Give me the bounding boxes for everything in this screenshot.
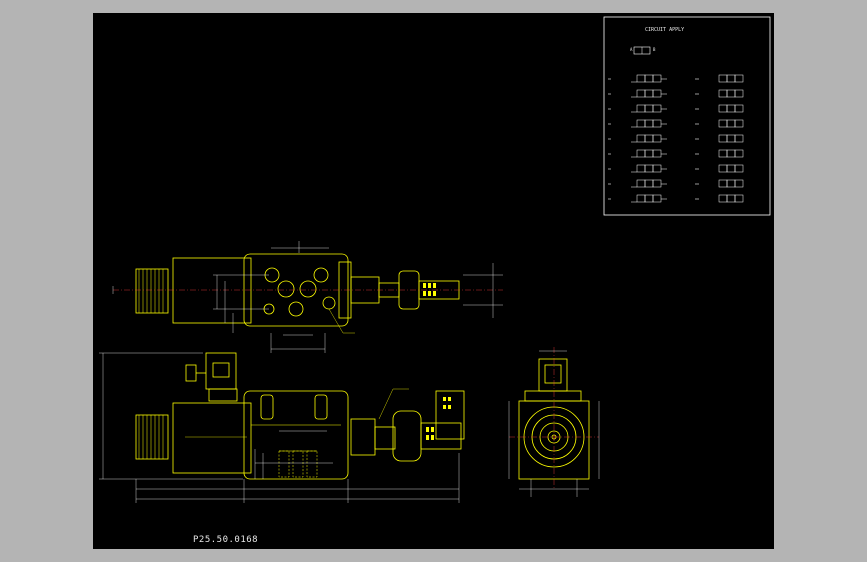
drawing-number: P25.50.0168 [193,535,259,545]
circuit-symbol-row [608,119,744,128]
side-view [508,347,600,497]
drawing-sheet: A B [93,13,774,549]
circuit-symbol-row [608,164,744,173]
cad-drawing: A B [99,16,771,503]
svg-text:B: B [653,47,656,52]
circuit-symbol-row [608,194,744,203]
top-view [112,241,503,353]
circuit-symbol-row [608,149,744,158]
circuit-legend: A B [603,16,771,216]
front-view [99,352,465,503]
circuit-symbol-row [608,134,744,143]
circuit-symbol-row [608,74,744,83]
circuit-symbol-row [608,89,744,98]
circuit-symbol-row [608,179,744,188]
circuit-symbol-row [608,104,744,113]
legend-title: CIRCUIT APPLY [645,27,685,33]
svg-text:A: A [630,47,633,52]
